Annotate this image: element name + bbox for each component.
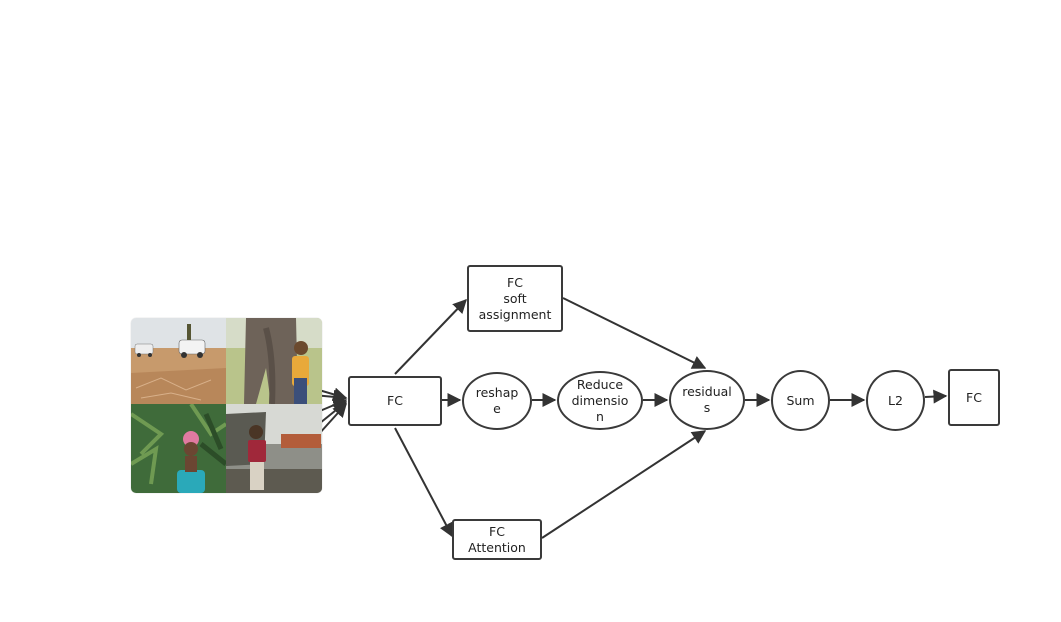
l2-node: L2 xyxy=(866,370,925,431)
photo-palm-portrait xyxy=(131,404,226,493)
fc-attention-label: FC Attention xyxy=(468,523,526,555)
input-image-collage xyxy=(131,318,322,493)
fc-output-label: FC xyxy=(966,389,982,405)
fc-soft-assignment-node: FC soft assignment xyxy=(467,265,563,332)
sum-node: Sum xyxy=(771,370,830,431)
sum-label: Sum xyxy=(786,392,815,408)
fc-node-label: FC xyxy=(387,393,403,408)
fc-output-node: FC xyxy=(948,369,1000,426)
photo-desert-vehicles xyxy=(131,318,226,404)
reshape-label: reshap e xyxy=(475,385,519,416)
fc-soft-assignment-label: FC soft assignment xyxy=(478,274,552,322)
fc-to-attention-arrow xyxy=(394,427,453,538)
fc-to-soft-assignment-arrow xyxy=(394,298,467,375)
reduce-dimension-node: Reduce dimensio n xyxy=(557,371,643,430)
attention-to-residuals-arrow xyxy=(541,430,707,539)
residuals-label: residual s xyxy=(682,384,732,415)
photo-market-person xyxy=(226,404,322,493)
reshape-node: reshap e xyxy=(462,372,532,430)
reduce-dimension-label: Reduce dimensio n xyxy=(571,376,629,424)
residuals-node: residual s xyxy=(669,370,745,430)
fc-attention-node: FC Attention xyxy=(452,519,542,560)
fc-node: FC xyxy=(348,376,442,426)
l2-label: L2 xyxy=(888,392,903,408)
soft-assignment-to-residuals-arrow xyxy=(562,297,707,369)
photo-elephant-person xyxy=(226,318,322,404)
l2-to-fc-arrow xyxy=(924,389,948,404)
